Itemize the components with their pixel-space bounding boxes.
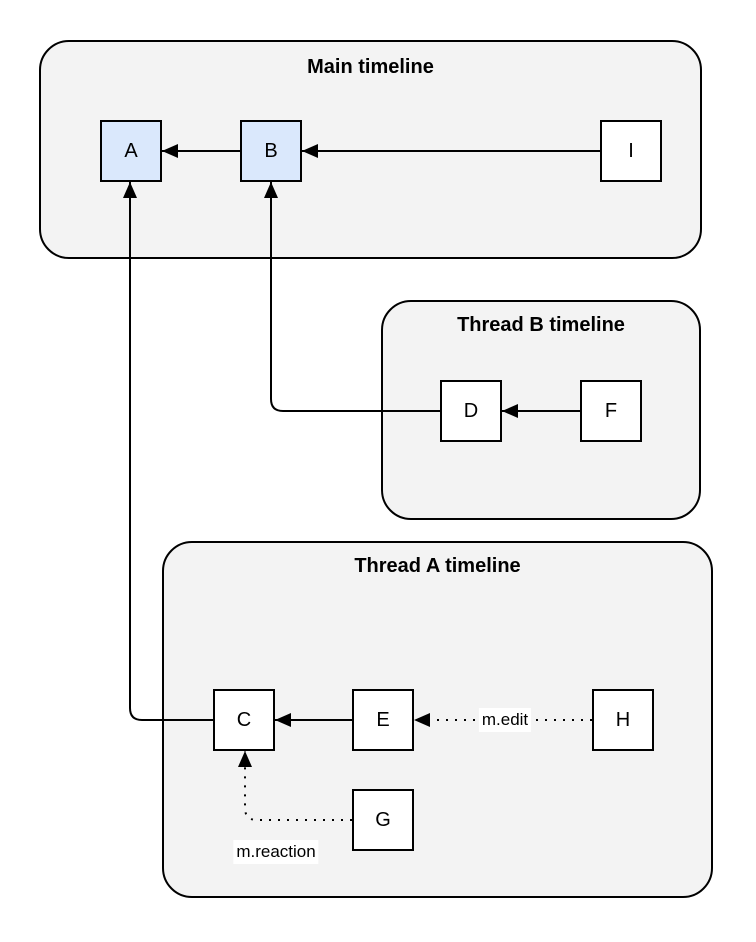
node-b: B [240,120,302,182]
edge-label-m-edit: m.edit [478,708,532,732]
container-main-timeline-title: Main timeline [307,56,434,78]
node-b-label: B [264,139,278,162]
node-f-label: F [604,399,618,422]
node-e-label: E [376,708,390,731]
node-d: D [440,380,502,442]
container-thread-b-timeline-title: Thread B timeline [457,314,625,336]
node-f: F [580,380,642,442]
node-g: G [352,789,414,851]
node-i: I [600,120,662,182]
node-d-label: D [463,399,479,422]
container-thread-a-timeline-title: Thread A timeline [354,555,521,577]
edge-label-m-reaction: m.reaction [233,840,319,864]
edge-g-to-c [238,751,352,821]
node-g-label: G [375,808,391,831]
node-a-label: A [124,139,138,162]
node-e: E [352,689,414,751]
node-c: C [213,689,275,751]
node-c-label: C [236,708,252,731]
edge-d-to-b [264,182,440,412]
node-h-label: H [615,708,631,731]
node-a: A [100,120,162,182]
node-i-label: I [628,139,634,162]
edge-c-to-a [123,182,213,721]
node-h: H [592,689,654,751]
